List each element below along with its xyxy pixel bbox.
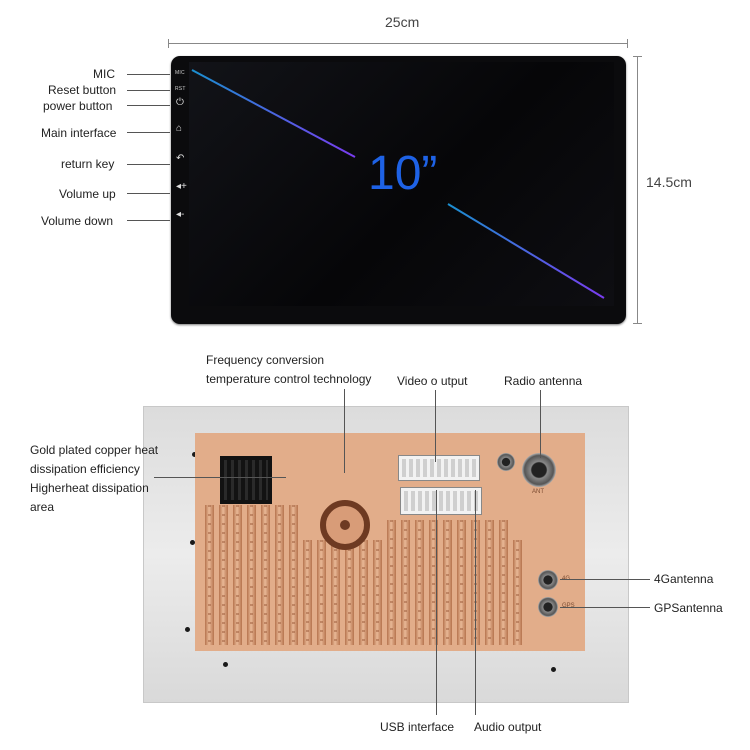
radio-antenna-leader [540,390,541,458]
radio-antenna-port[interactable] [522,453,556,487]
ant-mark: ANT [532,489,544,495]
width-dimension-tick-right [627,39,628,48]
heatsink-fin [331,540,340,645]
height-dimension-line [637,56,638,324]
width-dimension-line [168,43,628,44]
heatsink-fin [303,540,312,645]
audio-output-label: Audio output [474,720,542,734]
reset-leader [127,90,170,91]
gps-antenna-port[interactable] [538,597,558,617]
housing-screw [190,540,195,545]
4g-antenna-port[interactable] [538,570,558,590]
home-icon[interactable]: ⌂ [176,123,183,134]
volume-up-icon[interactable]: ◂+ [176,181,187,192]
heatsink-fin [387,520,396,645]
radio-antenna-label: Radio antenna [504,374,583,388]
main-interface-label: Main interface [41,126,117,140]
gold-plated-leader [154,477,286,478]
return-key-leader [127,164,170,165]
heatsink-fin [443,520,452,645]
4g-antenna-leader [560,579,650,580]
power-icon[interactable]: ⏻ [176,97,184,108]
heatsink-fin [513,540,522,645]
processor-chip [220,456,272,504]
usb-interface-label: USB interface [380,720,455,734]
power-button-label: power button [43,99,113,113]
heatsink-fin [499,520,508,645]
mic-mark: MIC [175,70,185,76]
gold-plated-label-2: dissipation efficiency [30,462,140,476]
small-port [497,453,515,471]
heatsink-fin [345,540,354,645]
heatsink-fin [233,505,242,645]
width-dimension: 25cm [385,14,420,30]
cooling-fan [320,500,370,550]
mic-leader [127,74,170,75]
frequency-conversion-label: Frequency conversion [206,353,325,367]
heatsink-fin [275,505,284,645]
heatsink-fin [317,540,326,645]
temperature-control-label: temperature control technology [206,372,372,386]
height-dimension-tick-bottom [633,323,642,324]
heatsink-fin [373,540,382,645]
heatsink-fin [457,520,466,645]
frequency-leader [344,389,345,473]
screen-size-label: 10” [368,147,438,200]
usb-interface-leader [436,490,437,715]
gold-plated-label-1: Gold plated copper heat [30,443,159,457]
housing-screw [551,667,556,672]
power-leader [127,105,170,106]
video-output-label: Video o utput [397,374,468,388]
gold-plated-label-4: area [30,500,55,514]
gold-plated-label-3: Higherheat dissipation [30,481,149,495]
gps-mark: GPS [562,603,575,609]
heatsink-fin [359,540,368,645]
height-dimension: 14.5cm [646,174,692,190]
reset-button-label: Reset button [48,83,117,97]
gps-antenna-label: GPSantenna [654,601,723,615]
heatsink-fin [261,505,270,645]
heatsink-fin [205,505,214,645]
housing-screw [223,662,228,667]
rst-mark: RST [175,86,186,92]
heatsink-fin [485,520,494,645]
housing-screw [185,627,190,632]
height-dimension-tick-top [633,56,642,57]
width-dimension-tick-left [168,39,169,48]
volume-up-label: Volume up [59,187,116,201]
heatsink-fin [289,505,298,645]
return-icon[interactable]: ↶ [176,153,185,164]
volume-down-label: Volume down [41,214,114,228]
gps-antenna-leader [560,607,650,608]
audio-output-leader [475,490,476,715]
return-key-label: return key [61,157,115,171]
heatsink-fin [247,505,256,645]
volume-up-leader [127,193,170,194]
mic-label: MIC [93,67,115,81]
4g-antenna-label: 4Gantenna [654,572,714,586]
volume-down-leader [127,220,170,221]
video-output-connector[interactable] [398,455,480,481]
usb-audio-connector[interactable] [400,487,482,515]
heatsink-fin [219,505,228,645]
heatsink-fin [415,520,424,645]
main-interface-leader [127,132,170,133]
video-output-leader [435,390,436,462]
heatsink-fin [401,520,410,645]
heatsink-fin [429,520,438,645]
volume-down-icon[interactable]: ◂- [176,209,185,220]
housing-screw [192,452,197,457]
